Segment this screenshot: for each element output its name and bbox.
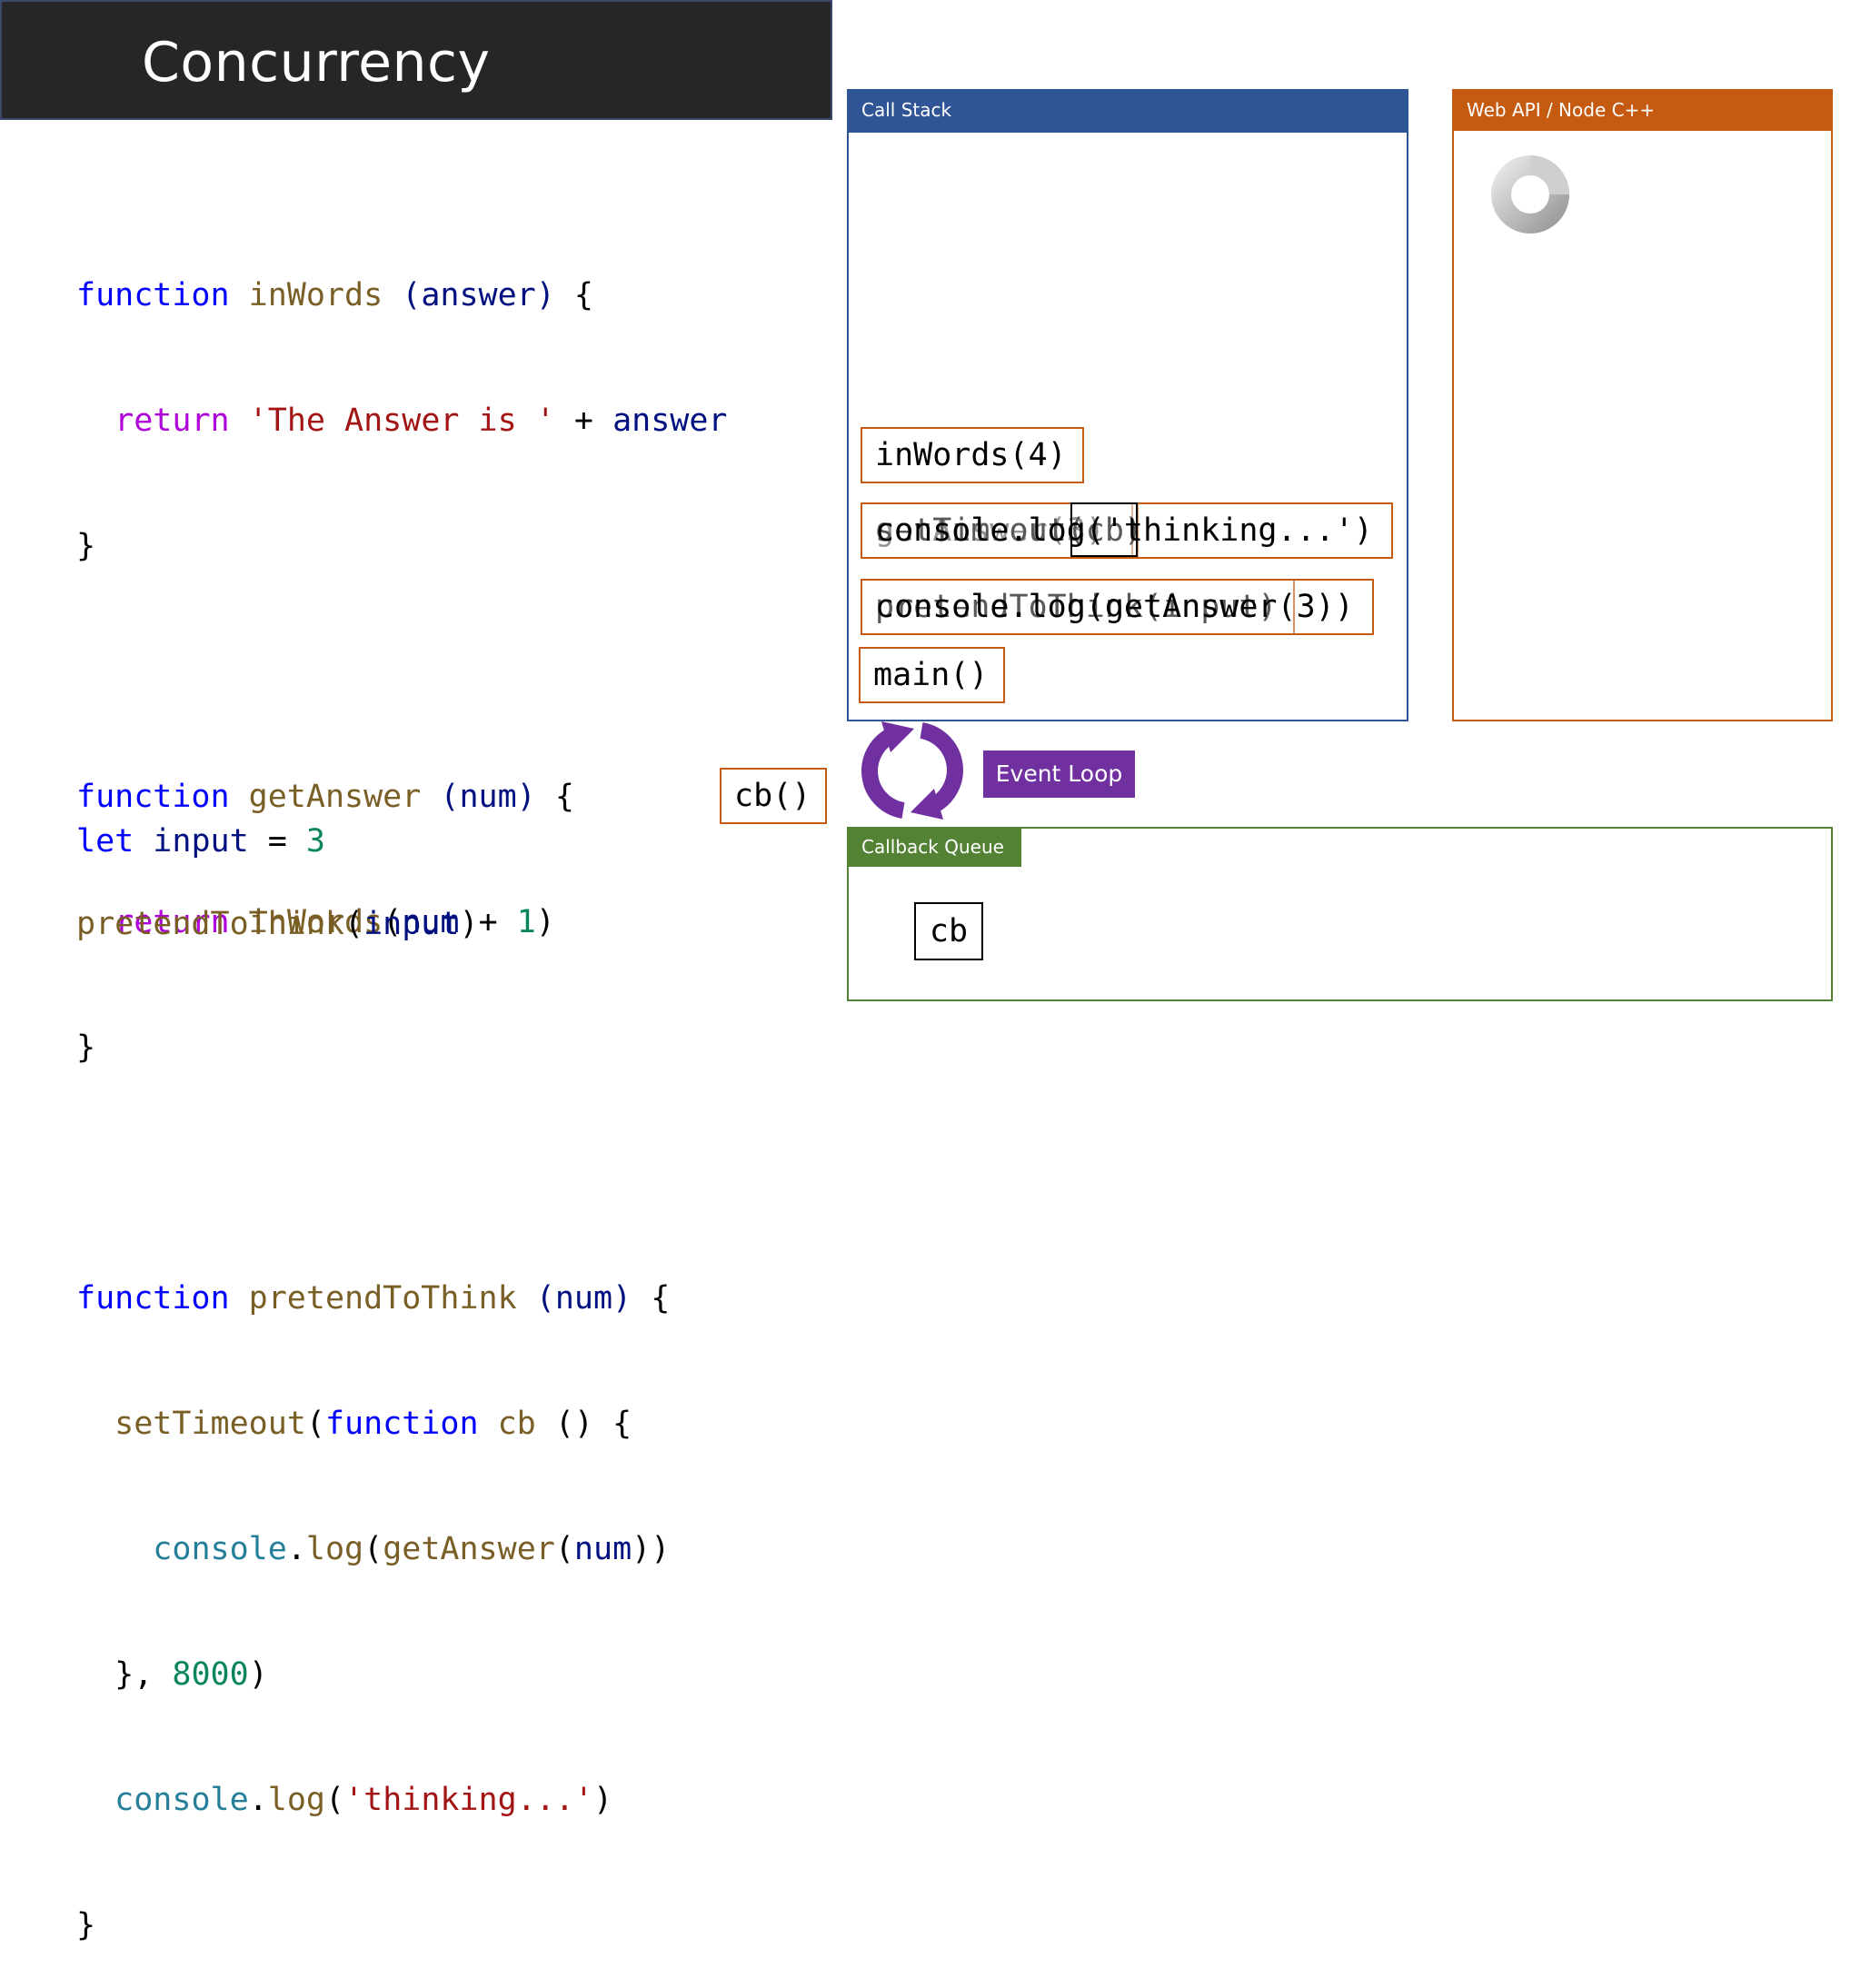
code-line: console.log(getAnswer(num)) — [153, 1531, 671, 1567]
callback-queue-item: cb — [914, 902, 983, 960]
floating-callback-box: cb() — [720, 768, 827, 824]
code-line: } — [76, 1907, 96, 1943]
code-line: pretendToThink(input) — [76, 906, 479, 942]
cycle-arrows-icon — [851, 711, 974, 830]
slide-title: Concurrency — [142, 31, 491, 94]
code-line: return inWords(num + 1) — [114, 904, 555, 940]
title-bar — [0, 0, 832, 120]
stack-frame-main: main() — [859, 647, 1005, 703]
code-line: let input = 3 — [76, 823, 325, 860]
code-block: function inWords (answer) { return 'The … — [76, 191, 728, 1988]
code-line: setTimeout(function cb () { — [114, 1406, 632, 1442]
web-api-header: Web API / Node C++ — [1452, 89, 1833, 131]
code-line: } — [76, 1029, 96, 1066]
code-line: } — [76, 528, 96, 564]
code-line: console.log('thinking...') — [114, 1782, 613, 1818]
callback-queue-panel — [847, 827, 1833, 1001]
stack-frame-console-log-thinking: console.log('thinking...') — [861, 502, 1393, 559]
code-line: function inWords (answer) { — [76, 277, 593, 313]
callback-argument-box — [1070, 502, 1138, 557]
code-line: function getAnswer (num) { — [76, 779, 574, 815]
stack-frame-inwords: inWords(4) — [861, 427, 1084, 483]
code-line: return 'The Answer is ' + answer — [114, 403, 728, 439]
loading-spinner-icon — [1488, 153, 1572, 236]
code-line: }, 8000) — [114, 1656, 268, 1693]
call-stack-header: Call Stack — [847, 89, 1408, 133]
callback-queue-header: Callback Queue — [847, 827, 1021, 867]
event-loop-label: Event Loop — [983, 750, 1135, 798]
code-line: function pretendToThink (num) { — [76, 1280, 671, 1317]
stack-frame-pretendtothink: pretendToThink(input) — [861, 579, 1295, 635]
stack-frame-console-log-getanswer: console.log(getAnswer(3)) — [861, 579, 1374, 635]
